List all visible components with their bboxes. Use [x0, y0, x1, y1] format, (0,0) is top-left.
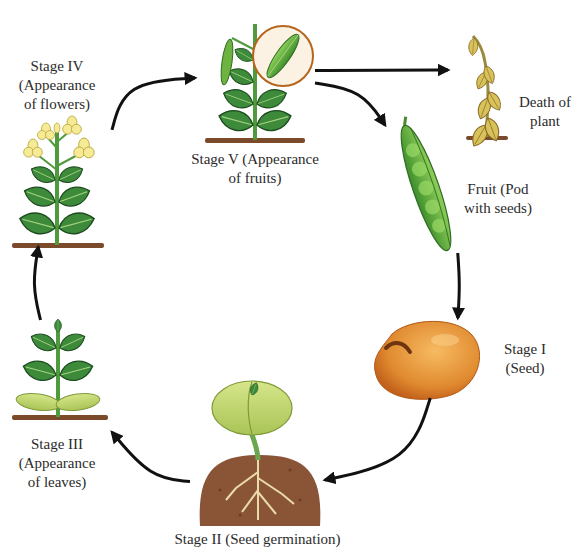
stage-node: Stage I (Seed): [372, 318, 478, 398]
stage-node: Fruit (Pod with seeds): [385, 125, 460, 253]
label-group: Stage I (Seed): [490, 340, 560, 378]
germinating-seed: [200, 381, 321, 526]
stage-node: Stage III (Appearance of leaves): [2, 320, 112, 498]
dead-plant: [466, 36, 508, 149]
label-group: Stage V (Appearance of fruits): [189, 150, 321, 188]
stage-label: Stage III (Appearance of leaves): [13, 435, 101, 492]
stage-label: Stage II (Seed germination): [130, 530, 385, 549]
label-group: Stage II (Seed germination): [130, 530, 385, 549]
cycle-arrow: [325, 398, 430, 480]
stage-node: Stage IV (Appearance of flowers): [2, 55, 112, 247]
stage-label: Stage V (Appearance of fruits): [189, 150, 321, 188]
stage-label: Stage IV (Appearance of flowers): [13, 57, 101, 114]
label-group: Stage III (Appearance of leaves): [13, 435, 101, 492]
cycle-arrow: [458, 253, 460, 318]
fruiting-plant: [205, 24, 313, 143]
stage-label: Fruit (Pod with seeds): [453, 180, 543, 218]
label-group: Fruit (Pod with seeds): [453, 180, 543, 218]
cycle-arrow: [315, 83, 385, 125]
pea-pod: [390, 114, 460, 255]
bean-seed: [375, 321, 480, 399]
seedling: [12, 319, 108, 420]
stage-label: Stage I (Seed): [490, 340, 560, 378]
stage-node: Stage II (Seed germination): [190, 378, 325, 528]
cycle-arrow: [315, 69, 448, 73]
label-group: Stage IV (Appearance of flowers): [13, 57, 101, 114]
label-group: Death of plant: [510, 93, 580, 131]
cycle-arrow: [34, 247, 40, 320]
cycle-arrow: [112, 78, 195, 130]
stage-node: Death of plant: [448, 28, 508, 140]
stage-label: Death of plant: [510, 93, 580, 131]
stage-node: Stage V (Appearance of fruits): [195, 18, 315, 143]
flowering-plant: [12, 116, 104, 248]
cycle-arrow: [112, 432, 190, 481]
